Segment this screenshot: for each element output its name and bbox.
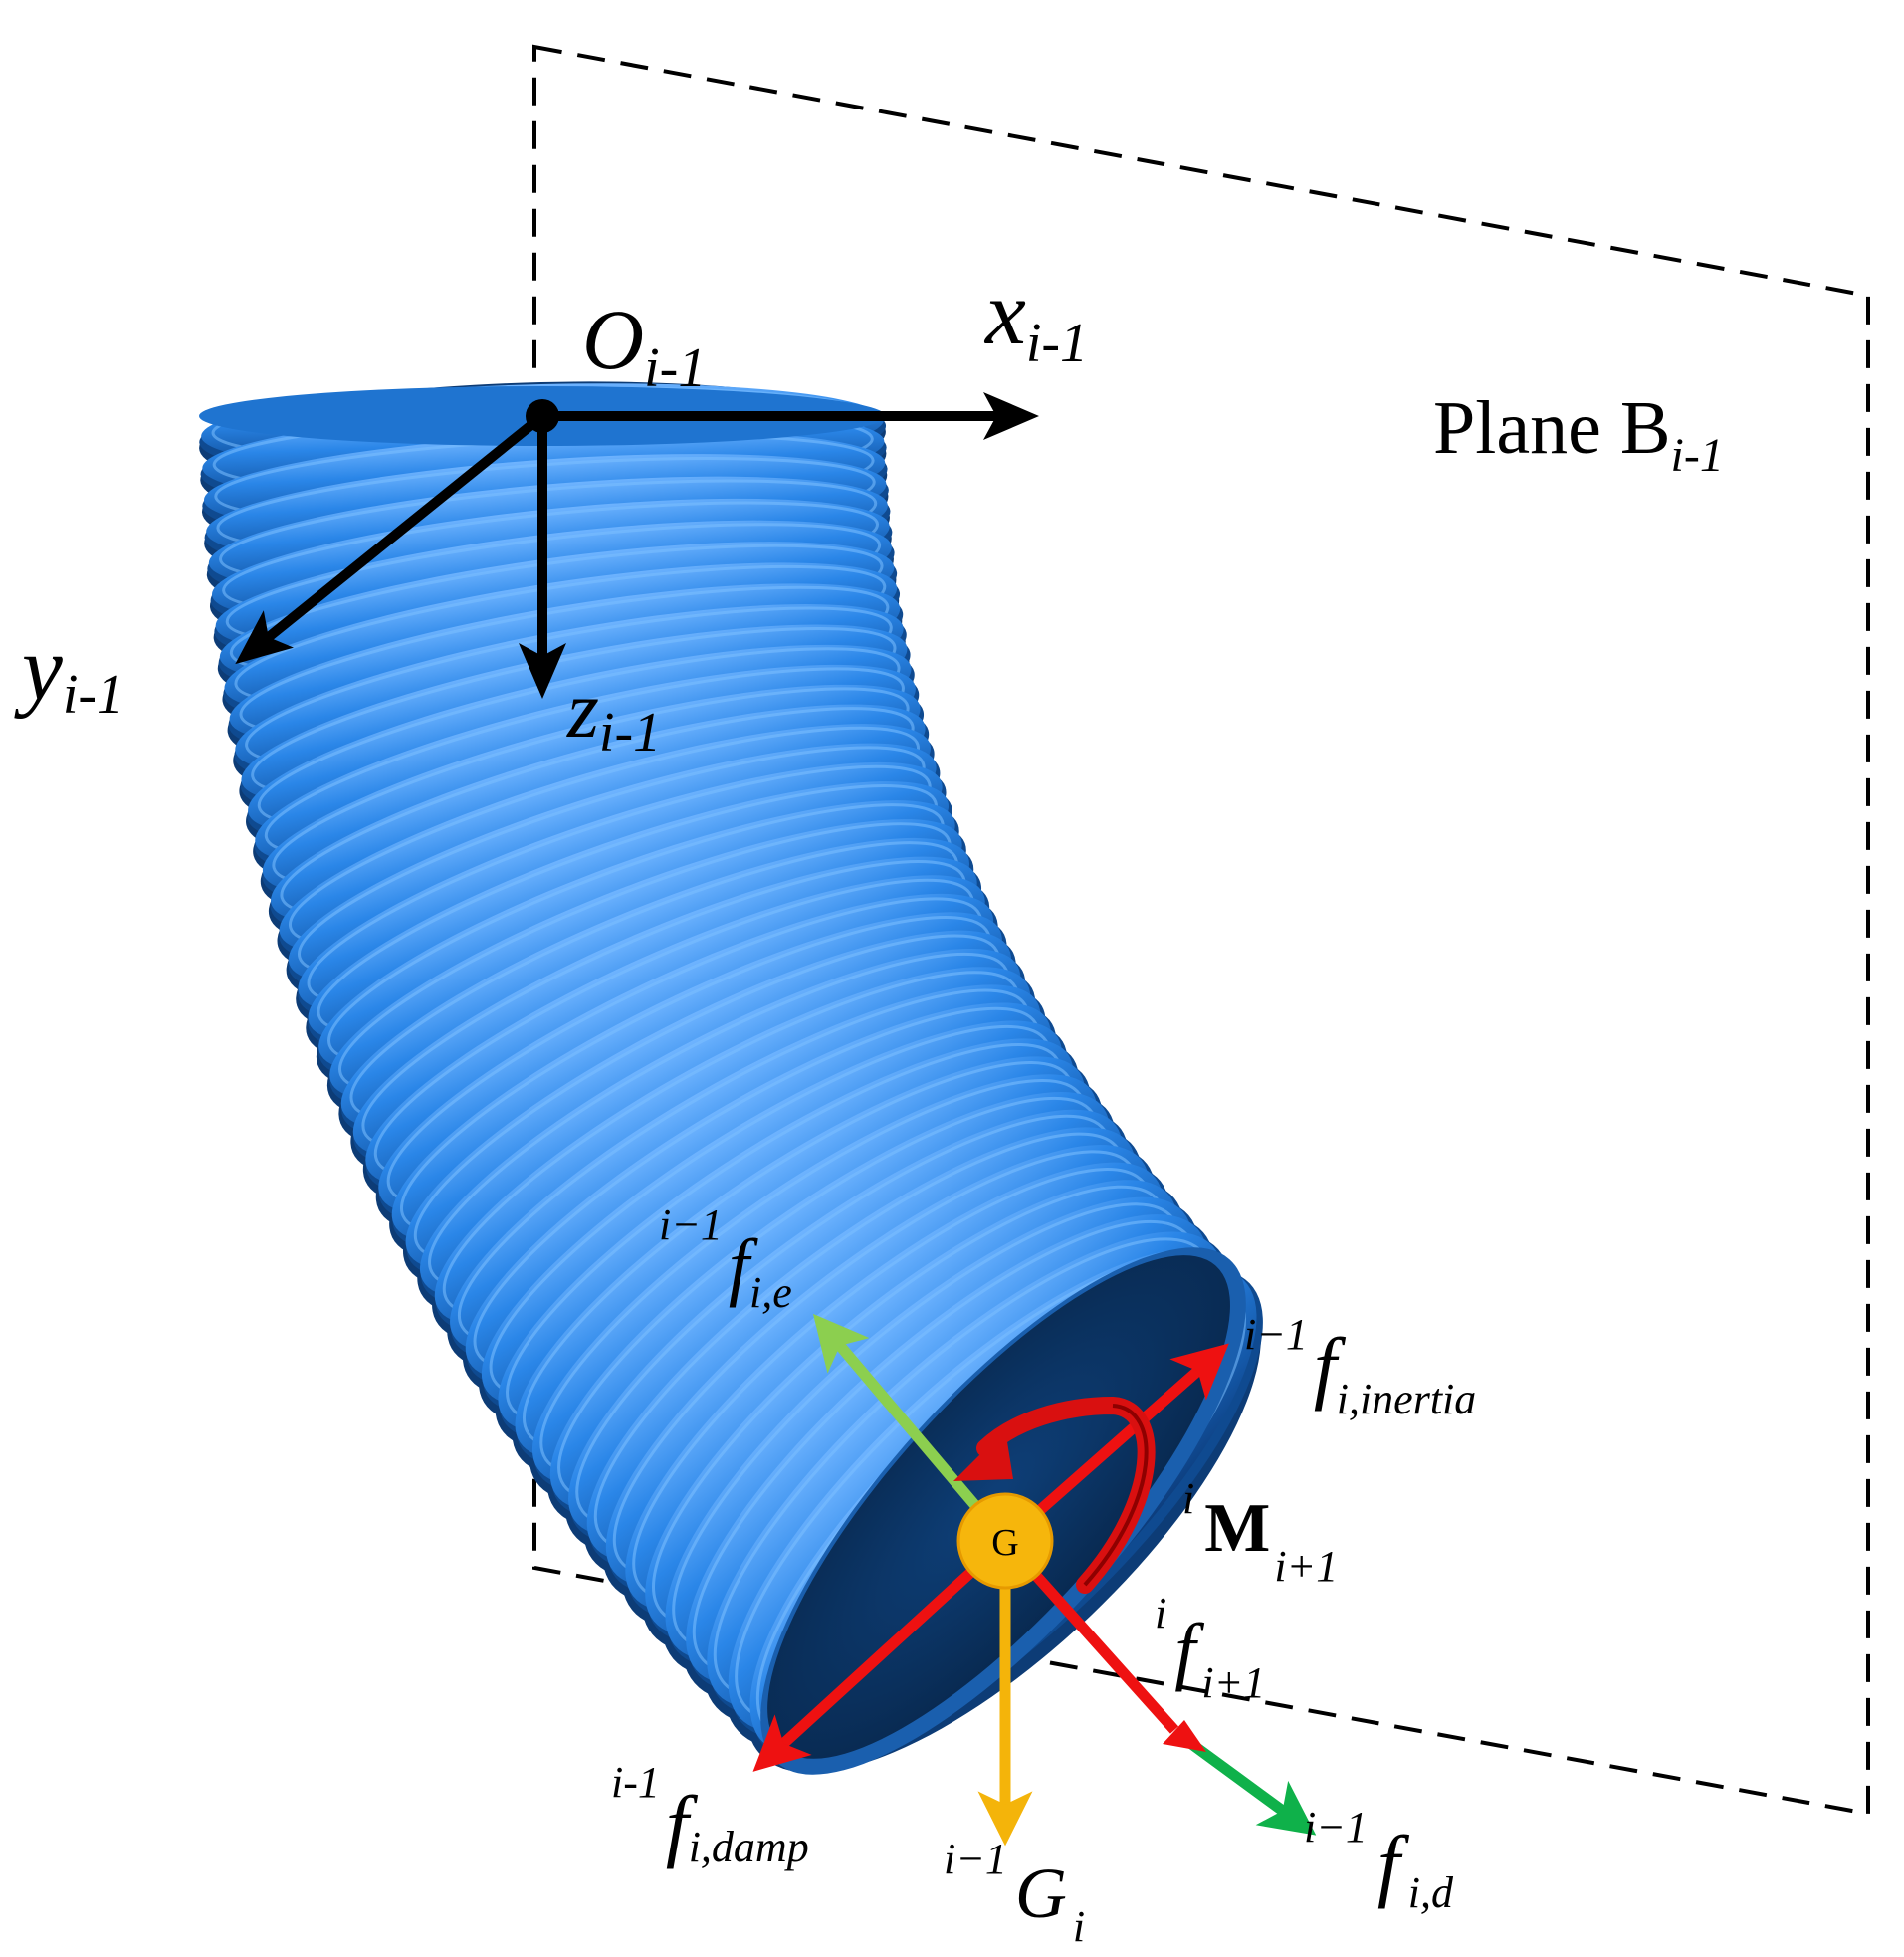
plane-label: Plane Bi-1 bbox=[1433, 386, 1724, 482]
coordinate-frame bbox=[235, 392, 1039, 699]
moment-arc-inner bbox=[1083, 1404, 1149, 1587]
inertia-force-label: i−1fi,inertia bbox=[1244, 1310, 1476, 1423]
origin-point bbox=[526, 399, 559, 433]
center-mass-label: G bbox=[991, 1522, 1018, 1564]
force-vectors bbox=[752, 1313, 1317, 1847]
elastic-force-label: i−1fi,e bbox=[659, 1200, 792, 1317]
origin-label: Oi-1 bbox=[582, 292, 706, 399]
center-of-mass bbox=[956, 1492, 1054, 1590]
next-force-head bbox=[1163, 1720, 1206, 1752]
y-axis-arrow bbox=[235, 412, 546, 665]
x-axis-label: xi-1 bbox=[983, 262, 1088, 374]
damping-force-label: i-1fi,damp bbox=[611, 1758, 809, 1871]
labels: G Plane Bi-1 Oi-1 xi-1 yi-1 zi-1 i−1fi,e… bbox=[14, 262, 1724, 1951]
damping-force-arrow bbox=[752, 1536, 1009, 1772]
y-axis-label: yi-1 bbox=[14, 617, 124, 726]
moment-arrowhead bbox=[953, 1429, 1013, 1481]
z-axis-label: zi-1 bbox=[566, 664, 661, 763]
